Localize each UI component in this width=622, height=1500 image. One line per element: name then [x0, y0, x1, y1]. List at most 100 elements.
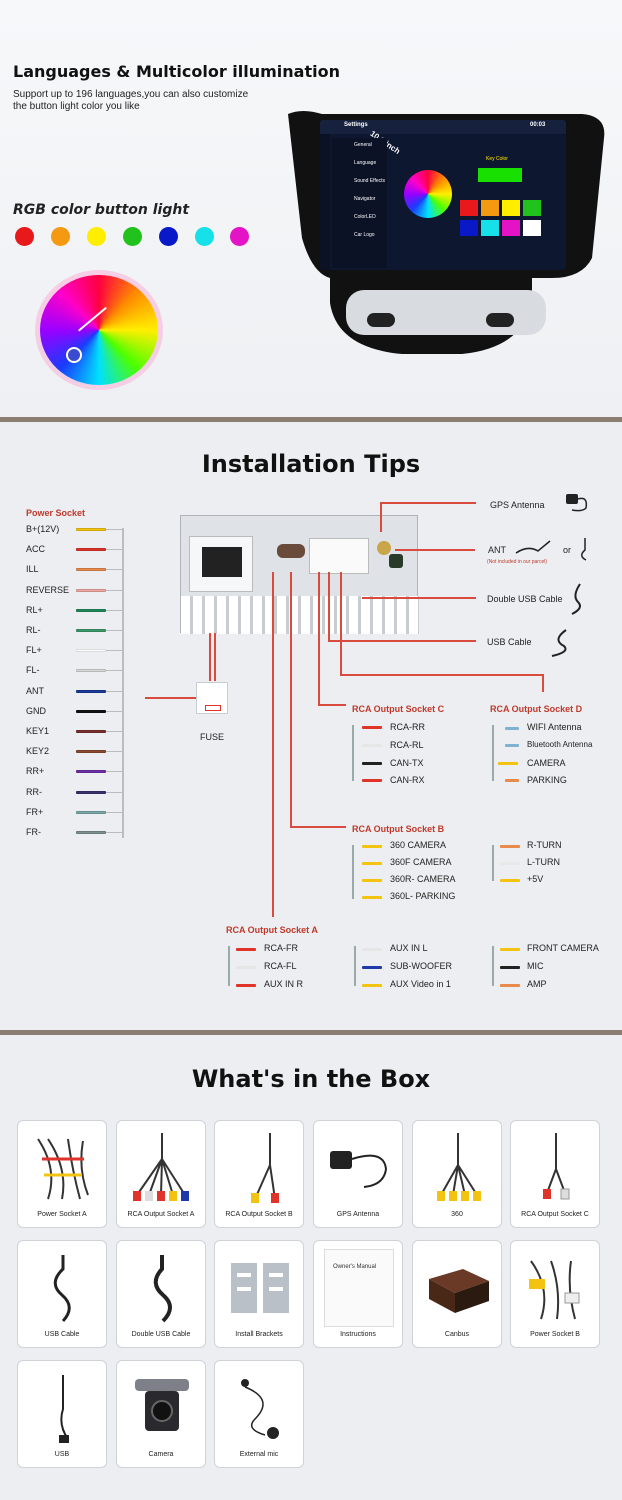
camera-plug	[498, 762, 518, 765]
box-item-card: GPS Antenna	[313, 1120, 403, 1228]
socket-a-right-1: MIC	[527, 961, 544, 971]
power-pin-label: KEY1	[26, 726, 50, 736]
power-pin-wire	[76, 770, 106, 774]
color-wheel-handle[interactable]	[66, 347, 82, 363]
box-item-label: Canbus	[444, 1331, 470, 1338]
head-unit-screen[interactable]: Settings 00:03 10.1 inch General Languag…	[320, 120, 566, 270]
aux-in-r-plug	[236, 984, 256, 987]
power-pin-lead	[106, 569, 122, 571]
menu-item-navigator[interactable]: Navigator	[354, 196, 376, 202]
box-item-label: Instructions	[340, 1331, 376, 1338]
color-dot-green	[123, 227, 142, 246]
power-pin-label: ILL	[26, 564, 39, 575]
power-pin-label: FL+	[26, 645, 42, 656]
power-pin-row: RR-	[26, 787, 136, 801]
box-item-card: RCA Output Socket A	[116, 1120, 206, 1228]
power-pin-lead	[106, 832, 122, 833]
key-color-label: Key Color	[486, 156, 508, 162]
color-dot-cyan	[195, 227, 214, 246]
screen-color-wheel[interactable]	[404, 170, 452, 218]
socket-a-mid-2: AUX Video in 1	[390, 979, 451, 989]
socket-b-title: RCA Output Socket B	[352, 824, 445, 834]
rgb-label: RGB color button light	[13, 202, 190, 218]
socket-a-right-2: AMP	[527, 979, 547, 989]
color-wheel-pointer	[78, 306, 107, 332]
power-pin-wire	[76, 629, 106, 632]
power-pin-row: RL+	[26, 605, 136, 619]
power-pin-wire	[76, 649, 106, 653]
aux-in-l-plug	[362, 948, 382, 951]
power-pin-wire	[76, 528, 106, 531]
double-usb-line	[362, 597, 476, 599]
socket-b-extra-bus	[492, 845, 494, 881]
socket-a-mid-bus	[354, 946, 356, 986]
socket-a-right-bus	[492, 946, 494, 986]
socket-b-line-v	[290, 572, 292, 827]
ant-note: (Not included in our parcel)	[487, 559, 548, 565]
power-pin-row: REVERSE	[26, 585, 136, 599]
color-wheel[interactable]	[40, 275, 158, 385]
power-pin-label: B+(12V)	[26, 524, 60, 534]
aux-video-plug	[362, 984, 382, 987]
power-pin-lead	[106, 670, 122, 672]
power-pin-lead	[106, 529, 122, 530]
socket-b-extra-2: +5V	[527, 874, 544, 884]
socket-b-line-h	[290, 826, 346, 828]
power-pin-wire	[76, 588, 106, 592]
power-pin-wire	[76, 709, 106, 713]
menu-item-carlogo[interactable]: Car Logo	[354, 232, 375, 238]
360-camera-plug	[362, 845, 382, 848]
section-divider	[0, 417, 622, 422]
key-color-grid[interactable]	[460, 200, 544, 240]
power-pin-row: RL-	[26, 625, 136, 639]
menu-item-general[interactable]: General	[354, 142, 372, 148]
installation-title: Installation Tips	[201, 450, 421, 478]
double-usb-cable-image	[153, 1255, 172, 1323]
socket-b-item-2: 360R- CAMERA	[390, 874, 456, 884]
rca-rl-plug	[362, 744, 382, 747]
socket-c-line-h	[318, 704, 346, 706]
rca-fr-plug	[236, 948, 256, 951]
socket-c-title: RCA Output Socket C	[352, 704, 445, 714]
illumination-section: Languages & Multicolor illumination Supp…	[0, 0, 622, 417]
power-socket-b-image	[529, 1260, 580, 1320]
screen-time: 00:03	[530, 122, 546, 128]
power-pin-row: FR+	[26, 807, 136, 821]
socket-c-item-3: CAN-RX	[390, 775, 425, 785]
menu-item-sound[interactable]: Sound Effects	[354, 178, 386, 184]
ant-label: ANT	[488, 545, 506, 555]
power-pin-label: RR-	[26, 786, 42, 797]
box-contents-title: What's in the Box	[191, 1065, 431, 1093]
socket-c-item-1: RCA-RL	[390, 740, 424, 750]
5v-wire	[500, 879, 520, 882]
menu-item-language[interactable]: Language	[354, 160, 377, 166]
socket-a-bus	[228, 946, 230, 986]
box-item-card: Camera	[116, 1360, 206, 1468]
can-tx-wire	[362, 762, 382, 765]
external-mic-image	[241, 1379, 279, 1439]
install-brackets-image	[231, 1263, 289, 1313]
power-pin-label: RL-	[26, 625, 41, 635]
socket-a-item-2: AUX IN R	[264, 979, 304, 989]
socket-d-line-down	[542, 674, 544, 692]
box-item-label: RCA Output Socket B	[225, 1211, 293, 1218]
antenna-alt-icon	[576, 536, 594, 562]
head-unit: Settings 00:03 10.1 inch General Languag…	[282, 108, 610, 363]
color-dot-yellow	[87, 227, 106, 246]
power-pin-wire	[76, 568, 106, 572]
usb-cable-image	[53, 1255, 71, 1323]
socket-d-title: RCA Output Socket D	[490, 704, 583, 714]
antenna-icon	[514, 539, 554, 559]
box-item-label: GPS Antenna	[336, 1211, 380, 1218]
360l-parking-plug	[362, 896, 382, 899]
usb-line-v	[328, 572, 330, 642]
power-pin-wire	[76, 730, 106, 733]
power-pin-lead	[106, 650, 122, 652]
power-pin-lead	[106, 690, 122, 692]
box-item-label: Power Socket A	[37, 1211, 87, 1218]
power-pin-label: RR+	[26, 766, 45, 777]
color-dot-magenta	[230, 227, 249, 246]
power-pin-row: FR-	[26, 827, 136, 841]
socket-a-item-1: RCA-FL	[264, 961, 297, 971]
menu-item-colorled[interactable]: ColorLED	[354, 214, 376, 220]
